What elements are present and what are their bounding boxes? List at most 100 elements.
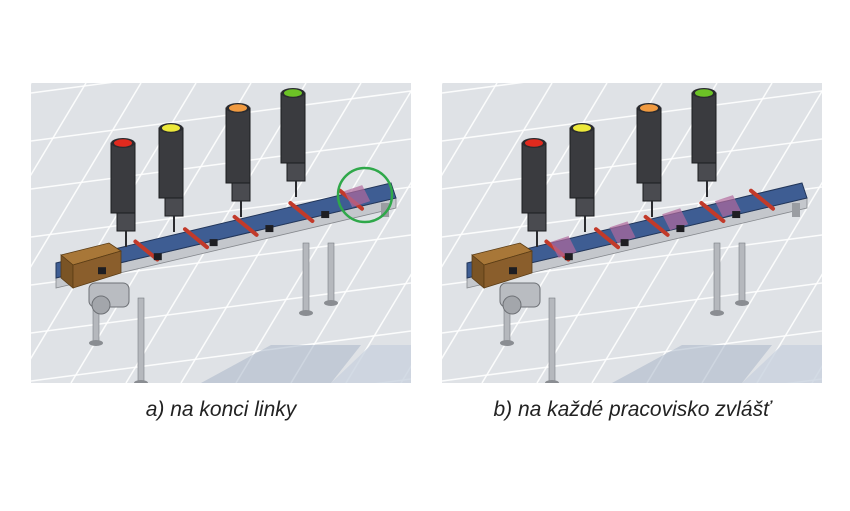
grid-line (31, 83, 142, 268)
grid-line (235, 89, 411, 383)
lamp-yellow-icon (162, 124, 180, 132)
sensor-block (509, 267, 517, 275)
end-guard (381, 203, 389, 217)
caption-a: a) na konci linky (145, 398, 297, 421)
conveyor-belt (55, 182, 397, 279)
dispenser-head (575, 197, 595, 217)
grid-line (31, 282, 411, 334)
conveyor-scene-a (31, 83, 411, 383)
sensor-block (732, 211, 741, 219)
grid-line (31, 138, 411, 190)
sensor-beam (550, 235, 577, 258)
illustration-per-workstation (442, 83, 822, 383)
conveyor-leg (548, 297, 556, 383)
dispenser-head (642, 182, 662, 202)
grid-line (442, 90, 822, 142)
grid-line (442, 83, 524, 94)
cross-rail (133, 239, 160, 262)
conveyor-leg (137, 297, 145, 383)
sensor-block (676, 225, 685, 233)
motor-pulley (91, 295, 111, 315)
leg-foot (735, 300, 749, 306)
lamp-red-icon (114, 139, 132, 147)
dispenser-head (116, 212, 136, 232)
floor-tile (742, 345, 822, 383)
grid-line (701, 181, 822, 383)
grid-line (442, 330, 822, 382)
grid-line (31, 83, 113, 94)
caption-b: b) na každé pracovisko zvlášť (493, 398, 771, 421)
dispenser-tower (280, 92, 306, 164)
cross-rail (749, 188, 775, 211)
sensor-block (620, 239, 629, 247)
dispenser-head (286, 162, 306, 182)
grid-line (290, 181, 411, 383)
grid-line (442, 83, 498, 177)
sensor-beam (344, 185, 371, 208)
leg-foot (710, 310, 724, 316)
leg-foot (500, 340, 514, 346)
lamp-orange-icon (229, 104, 247, 112)
cross-rail (232, 214, 259, 237)
floor-tile (331, 345, 411, 383)
grid-line (442, 282, 822, 334)
grid-line (31, 83, 87, 177)
leg-foot (324, 300, 338, 306)
lamp-orange-icon (640, 104, 658, 112)
grid-line (646, 89, 822, 383)
conveyor-leg (738, 242, 746, 304)
dispenser-tower (521, 142, 547, 214)
sensor-block (564, 253, 573, 261)
dispenser-head (697, 162, 717, 182)
end-guard (792, 203, 800, 217)
floor-glass (612, 345, 772, 383)
sensor-beam (609, 221, 636, 244)
grid-line (481, 83, 663, 383)
sensor-block (321, 211, 330, 219)
illustration-end-of-line (31, 83, 411, 383)
lamp-green-icon (284, 89, 302, 97)
highlight-circle (336, 166, 394, 224)
box-front (483, 250, 533, 289)
conveyor-leg (713, 242, 721, 314)
grid-line (31, 330, 411, 382)
conveyor-scene-b (442, 83, 822, 383)
cross-rail (288, 201, 315, 224)
dispenser-tower (110, 142, 136, 214)
lamp-green-icon (695, 89, 713, 97)
conveyor-leg (327, 242, 335, 304)
sensor-block (153, 253, 162, 261)
grid-line (70, 83, 252, 383)
cross-rail (699, 201, 726, 224)
grid-line (31, 90, 411, 142)
grid-line (442, 138, 822, 190)
leg-foot (89, 340, 103, 346)
grid-line (811, 364, 822, 383)
cross-rail (594, 227, 620, 250)
lamp-red-icon (525, 139, 543, 147)
dispenser-head (231, 182, 251, 202)
grid-line (756, 273, 822, 383)
lamp-yellow-icon (573, 124, 591, 132)
leg-foot (134, 380, 148, 383)
dispenser-head (164, 197, 184, 217)
conveyor-leg (302, 242, 310, 314)
leg-foot (545, 380, 559, 383)
dispenser-tower (636, 107, 662, 184)
dispenser-tower (691, 92, 717, 164)
cross-rail (643, 214, 670, 237)
sensor-block (209, 239, 218, 247)
leg-foot (299, 310, 313, 316)
dispenser-tower (569, 127, 595, 199)
sensor-beam (662, 208, 689, 231)
sensor-block (265, 225, 274, 233)
dispenser-head (527, 212, 547, 232)
cross-rail (183, 227, 209, 250)
grid-line (345, 273, 411, 383)
grid-line (442, 83, 553, 268)
grid-line (400, 364, 411, 383)
motor-pulley (502, 295, 522, 315)
dispenser-tower (158, 127, 184, 199)
sensor-block (98, 267, 106, 275)
box-front (72, 250, 122, 289)
